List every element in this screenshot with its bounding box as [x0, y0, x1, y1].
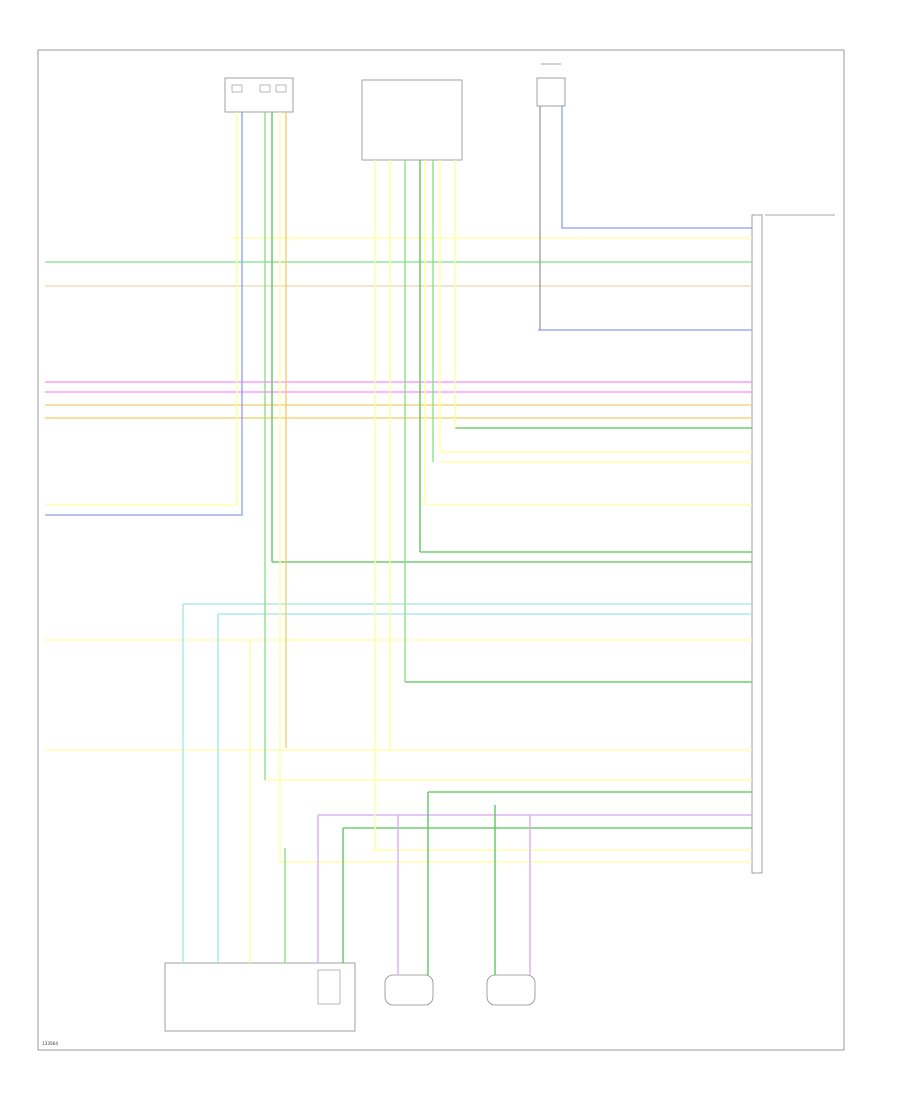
sensor-top-right	[536, 63, 566, 107]
switch-block-bottom-left	[164, 962, 356, 1032]
connector-top-left	[224, 77, 294, 113]
diagram-frame	[37, 49, 845, 1051]
connector-top-center	[361, 79, 463, 161]
module-connector-right	[751, 214, 835, 874]
wire-yellow-25	[45, 112, 238, 506]
sensor-bottom-center	[384, 974, 434, 1006]
footer-code: 133564	[42, 1041, 58, 1046]
wire-layer	[45, 106, 752, 975]
sensor-bottom-right	[486, 974, 536, 1006]
wire-blue-26	[45, 112, 243, 516]
wire-blue-40	[561, 106, 752, 229]
